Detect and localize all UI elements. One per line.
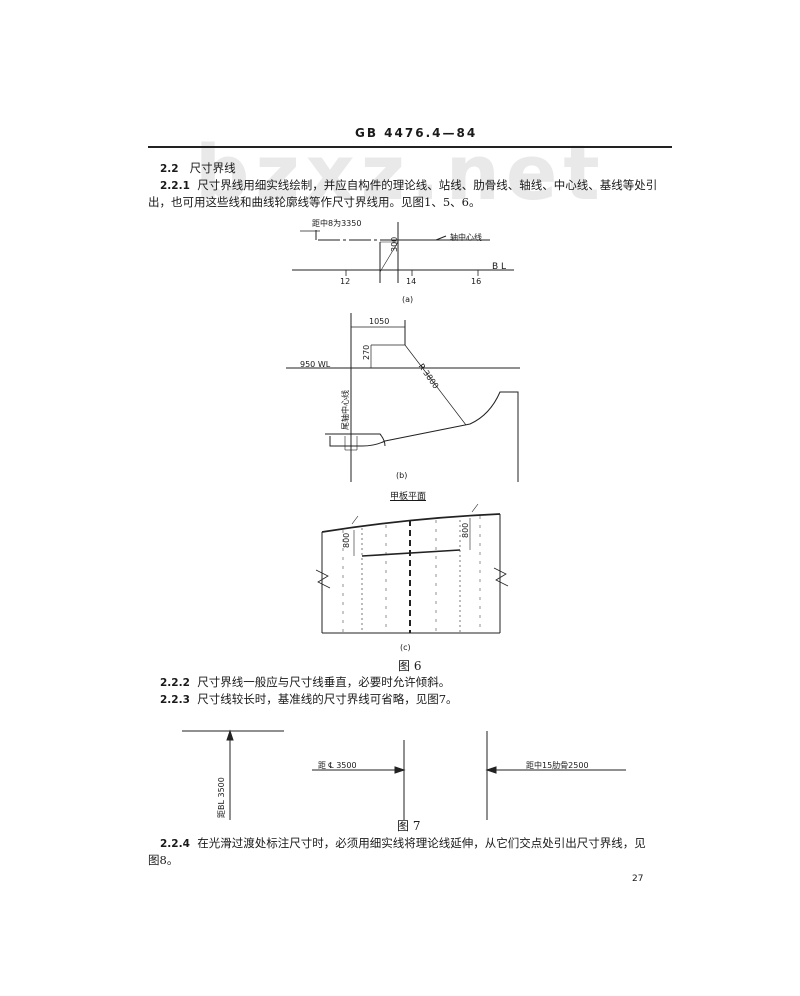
para-text: 尺寸界线用细实线绘制，并应自构件的理论线、站线、肋骨线、轴线、中心线、基线等处引 [197,178,658,192]
para-2-2-4-line2: 图8。 [148,853,179,867]
fig-a-dist-label: 距中8为3350 [312,219,362,228]
para-2-2-3: 2.2.3 尺寸线较长时，基准线的尺寸界线可省略，见图7。 [160,691,458,709]
standard-number: GB 4476.4—84 [355,126,478,140]
para-text: 在光滑过渡处标注尺寸时，必须用细实线将理论线延伸，从它们交点处引出尺寸界线，见 [197,836,646,850]
fig-a-tick-14: 14 [406,277,417,286]
page-number: 27 [632,874,644,884]
fig-b-caption: (b) [396,471,408,480]
fig-c-caption: (c) [400,643,411,652]
fig-a-baseline-label: B L [492,262,507,272]
fig-b-dim-top: 1050 [369,317,390,326]
fig-a-caption: (a) [402,295,414,304]
section-number: 2.2.1 [160,180,190,192]
section-number: 2.2.3 [160,694,190,706]
watermark: bzxz.net [195,128,606,217]
section-title: 尺寸界线 [189,161,236,175]
para-2-2-2: 2.2.2 尺寸界线一般应与尺寸线垂直，必要时允许倾斜。 [160,674,450,692]
figure-7-label: 图 7 [397,819,421,833]
figure-6-label: 图 6 [398,659,422,673]
para-text: 尺寸界线一般应与尺寸线垂直，必要时允许倾斜。 [197,675,451,689]
section-2-2-heading: 2.2 尺寸界线 [160,160,236,178]
para-2-2-1-line2: 出，也可用这些线和曲线轮廓线等作尺寸界线用。见图1、5、6。 [148,195,481,209]
fig7-mid-label: 距 ℄ 3500 [318,761,357,770]
section-number: 2.2 [160,163,179,175]
fig7-right-label: 距中15肋骨2500 [526,761,589,770]
fig-b-wl-label: 950 WL [300,360,331,369]
fig-a-axis-label: 轴中心线 [450,233,482,242]
para-text: 尺寸线较长时，基准线的尺寸界线可省略，见图7。 [197,692,458,706]
fig7-left-label: 距BL 3500 [217,777,226,818]
fig-a-tick-12: 12 [340,277,351,286]
para-2-2-4-line1: 2.2.4 在光滑过渡处标注尺寸时，必须用细实线将理论线延伸，从它们交点处引出尺… [160,835,646,853]
section-number: 2.2.2 [160,677,190,689]
header-rule [148,146,672,148]
para-2-2-1-line1: 2.2.1 尺寸界线用细实线绘制，并应自构件的理论线、站线、肋骨线、轴线、中心线… [160,177,657,195]
section-number: 2.2.4 [160,838,190,850]
fig-c-title: 甲板平面 [390,492,427,502]
fig-a-tick-16: 16 [471,277,482,286]
